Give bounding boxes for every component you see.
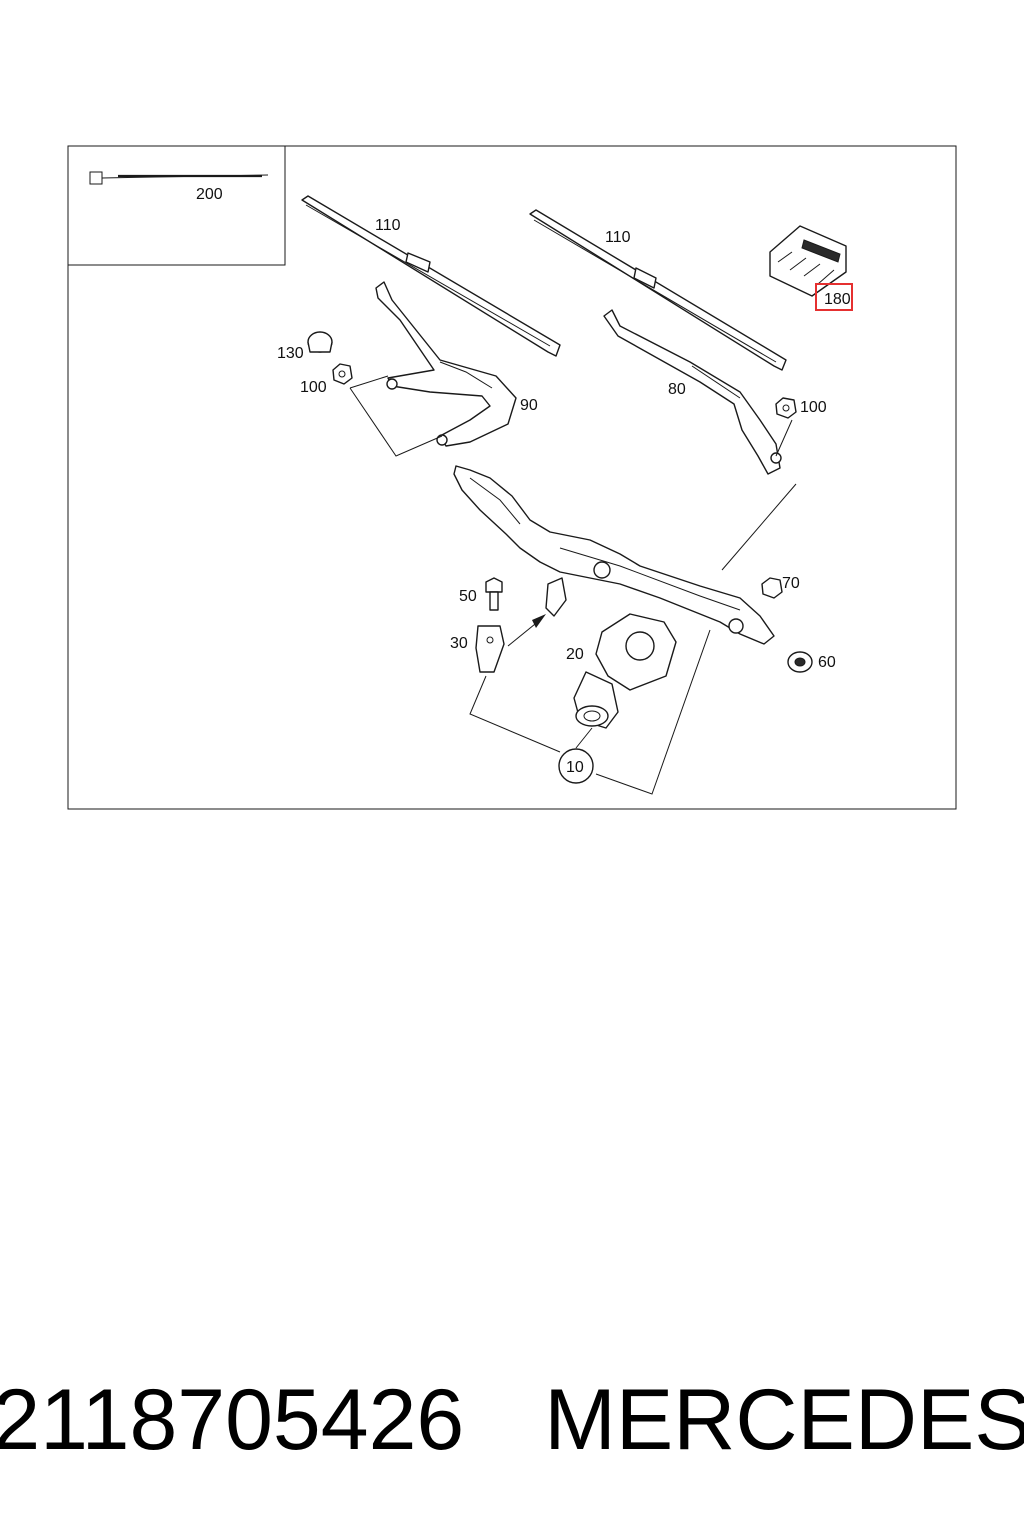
callout-20: 20 <box>566 646 584 663</box>
callout-100-left: 100 <box>300 379 327 396</box>
part-30-bracket[interactable] <box>475 625 505 673</box>
leader-100-left <box>349 375 443 457</box>
callout-50: 50 <box>459 588 477 605</box>
part-110-wiper-blade-right[interactable] <box>529 209 787 371</box>
part-110-wiper-blade-left[interactable] <box>301 195 561 357</box>
part-90-wiper-arm-left[interactable] <box>375 281 517 447</box>
brand-name: MERCEDES <box>544 1371 1024 1468</box>
callout-70: 70 <box>782 575 800 592</box>
callout-30: 30 <box>450 635 468 652</box>
part-80-wiper-arm-right[interactable] <box>603 309 782 475</box>
part-20-wiper-motor[interactable] <box>573 613 677 729</box>
part-130-cap[interactable] <box>307 331 333 353</box>
part-180-bracket[interactable] <box>769 225 847 297</box>
diagram-frame <box>67 145 957 810</box>
callout-130: 130 <box>277 345 304 362</box>
wiper-linkage-frame[interactable] <box>453 465 775 645</box>
callout-110-right: 110 <box>605 229 631 246</box>
part-100-nut-left[interactable] <box>332 363 353 385</box>
leader-100-right <box>721 419 797 571</box>
callout-60: 60 <box>818 654 836 671</box>
callout-10: 10 <box>566 759 584 776</box>
callout-200: 200 <box>196 186 223 203</box>
callout-90: 90 <box>520 397 538 414</box>
callout-10-circle <box>558 748 594 784</box>
part-number: 2118705426 <box>0 1371 465 1468</box>
callout-110-left: 110 <box>375 217 401 234</box>
part-50-bolt[interactable] <box>485 577 503 611</box>
part-100-nut-right[interactable] <box>775 397 797 419</box>
part-200-cable-tie[interactable] <box>89 171 269 185</box>
callout-180: 180 <box>824 291 851 308</box>
footer: 2118705426 MERCEDES <box>0 1370 1024 1470</box>
leader-10 <box>469 629 711 795</box>
part-60-grommet[interactable] <box>787 651 813 673</box>
callout-80: 80 <box>668 381 686 398</box>
arrow-head <box>532 614 546 628</box>
part-70-nut[interactable] <box>761 577 783 599</box>
callout-100-right: 100 <box>800 399 827 416</box>
highlight-180 <box>815 283 853 311</box>
inset-box <box>67 145 286 266</box>
